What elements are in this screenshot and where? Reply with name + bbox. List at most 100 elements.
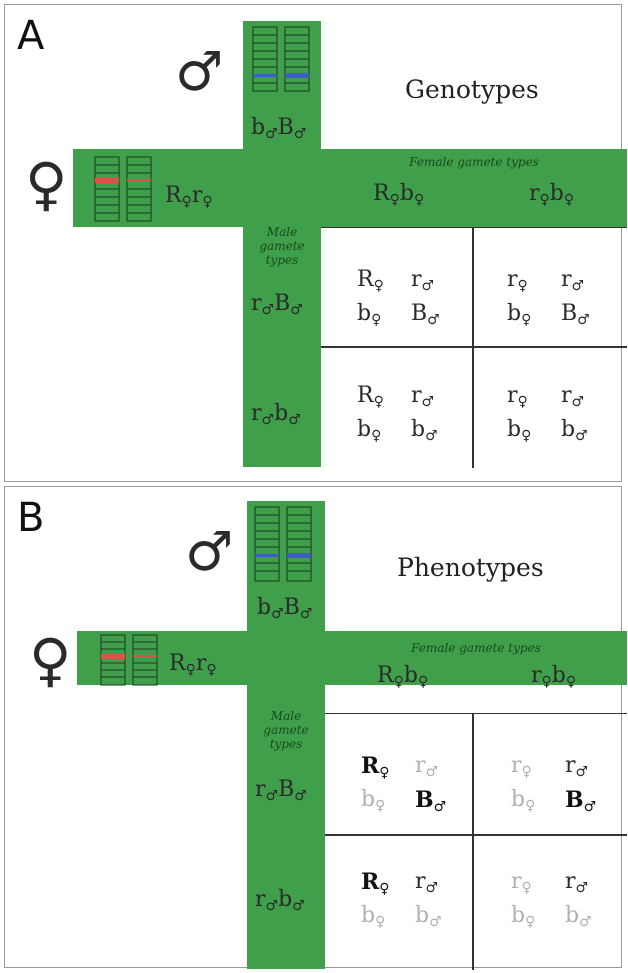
sex-symbol: ♀ xyxy=(375,914,386,930)
sex-symbol: ♀ xyxy=(565,674,577,690)
sex-symbol: ♂ xyxy=(571,278,585,294)
sex-symbol: ♂ xyxy=(290,302,303,318)
sex-symbol: ♂ xyxy=(583,799,597,815)
sex-symbol: ♂ xyxy=(261,412,275,428)
allele-letter: r xyxy=(411,383,422,408)
allele-letter: r xyxy=(415,753,426,778)
female-parent-genotype: R♀r♀ xyxy=(165,183,213,210)
female-gamete-1: R♀b♀ xyxy=(377,663,428,690)
sex-symbol: ♀ xyxy=(525,914,536,930)
allele-letter: B xyxy=(565,787,584,813)
sex-symbol: ♀ xyxy=(371,312,382,328)
allele-letter: b xyxy=(361,787,376,812)
cell-allele: r♂ xyxy=(561,267,584,294)
cell-allele: r♂ xyxy=(415,869,438,896)
male-gamete-2: r♂b♂ xyxy=(255,887,305,914)
cell-allele: B♂ xyxy=(565,787,596,815)
sex-symbol: ♂ xyxy=(299,606,313,622)
cell-allele: B♂ xyxy=(411,301,440,328)
cell-allele: b♂ xyxy=(411,417,438,444)
sex-symbol: ♀ xyxy=(373,394,384,410)
cell-allele: R♀ xyxy=(361,869,390,897)
sex-symbol: ♂ xyxy=(294,788,307,804)
sex-symbol: ♂ xyxy=(265,898,279,914)
sex-symbol: ♂ xyxy=(575,880,589,896)
sex-symbol: ♂ xyxy=(265,788,279,804)
sex-symbol: ♂ xyxy=(575,428,588,444)
male-parent-genotype: b♂B♂ xyxy=(251,115,306,142)
female-gamete-bar xyxy=(73,149,627,227)
sex-symbol: ♂ xyxy=(271,606,284,622)
sex-symbol: ♂ xyxy=(429,914,442,930)
cell-allele: b♀ xyxy=(361,787,385,814)
cell-allele: r♂ xyxy=(411,267,434,294)
allele-letter: r xyxy=(411,267,422,292)
allele-letter: r xyxy=(565,869,576,894)
panel-b: B Phenotypes ♂ ♀ xyxy=(4,486,627,970)
female-symbol-icon: ♀ xyxy=(25,150,68,218)
cell-allele: b♂ xyxy=(565,903,592,930)
allele-letter: b xyxy=(411,417,426,442)
male-gamete-1: r♂B♂ xyxy=(255,777,307,804)
cell-allele: r♂ xyxy=(415,753,438,780)
male-symbol-icon: ♂ xyxy=(175,40,224,103)
cell-allele: r♀ xyxy=(511,869,532,896)
male-chromosome-pair-icon xyxy=(253,505,313,589)
allele-letter: r xyxy=(507,383,518,408)
allele-letter: R xyxy=(361,869,380,895)
cell-allele: b♀ xyxy=(361,903,385,930)
panel-letter: B xyxy=(17,495,45,541)
sex-symbol: ♂ xyxy=(571,394,585,410)
allele-letter: b xyxy=(561,417,576,442)
cell-allele: r♀ xyxy=(511,753,532,780)
sex-symbol: ♀ xyxy=(202,194,213,210)
cell-allele: b♂ xyxy=(561,417,588,444)
male-gamete-bar xyxy=(247,501,325,969)
sex-symbol: ♀ xyxy=(206,662,217,678)
allele-letter: r xyxy=(511,869,522,894)
cell-allele: b♂ xyxy=(415,903,442,930)
allele-letter: B xyxy=(415,787,434,813)
panel-title: Phenotypes xyxy=(397,553,544,582)
cell-allele: r♂ xyxy=(561,383,584,410)
sex-symbol: ♂ xyxy=(292,898,305,914)
allele: B xyxy=(283,595,300,620)
cell-allele: r♂ xyxy=(565,869,588,896)
sex-symbol: ♂ xyxy=(421,394,435,410)
allele: b xyxy=(403,663,418,688)
sex-symbol: ♀ xyxy=(389,192,400,208)
allele: b xyxy=(274,401,289,426)
sex-symbol: ♂ xyxy=(425,764,439,780)
sex-symbol: ♂ xyxy=(288,412,301,428)
female-gamete-2: r♀b♀ xyxy=(529,181,574,208)
sex-symbol: ♀ xyxy=(375,798,386,814)
allele-letter: r xyxy=(507,267,518,292)
sex-symbol: ♀ xyxy=(379,765,390,781)
allele: r xyxy=(529,181,540,206)
allele-letter: b xyxy=(511,787,526,812)
sex-symbol: ♀ xyxy=(517,394,528,410)
sex-symbol: ♂ xyxy=(575,764,589,780)
sex-symbol: ♀ xyxy=(393,674,404,690)
sex-symbol: ♀ xyxy=(541,674,552,690)
sex-symbol: ♂ xyxy=(261,302,275,318)
sex-symbol: ♀ xyxy=(413,192,425,208)
sex-symbol: ♀ xyxy=(517,278,528,294)
grid-divider xyxy=(325,834,627,836)
sex-symbol: ♂ xyxy=(433,799,447,815)
cell-allele: b♀ xyxy=(511,903,535,930)
allele-letter: R xyxy=(357,267,374,292)
allele-letter: b xyxy=(565,903,580,928)
sex-symbol: ♀ xyxy=(521,312,532,328)
grid-divider xyxy=(321,346,627,348)
allele-letter: r xyxy=(415,869,426,894)
allele: r xyxy=(195,651,207,676)
female-chromosome-pair-icon xyxy=(93,155,153,229)
sex-symbol: ♀ xyxy=(525,798,536,814)
female-symbol-icon: ♀ xyxy=(29,626,72,694)
allele: b xyxy=(551,663,566,688)
allele: B xyxy=(278,777,295,802)
cell-allele: B♂ xyxy=(561,301,590,328)
allele: b xyxy=(251,115,266,140)
sex-symbol: ♂ xyxy=(425,880,439,896)
